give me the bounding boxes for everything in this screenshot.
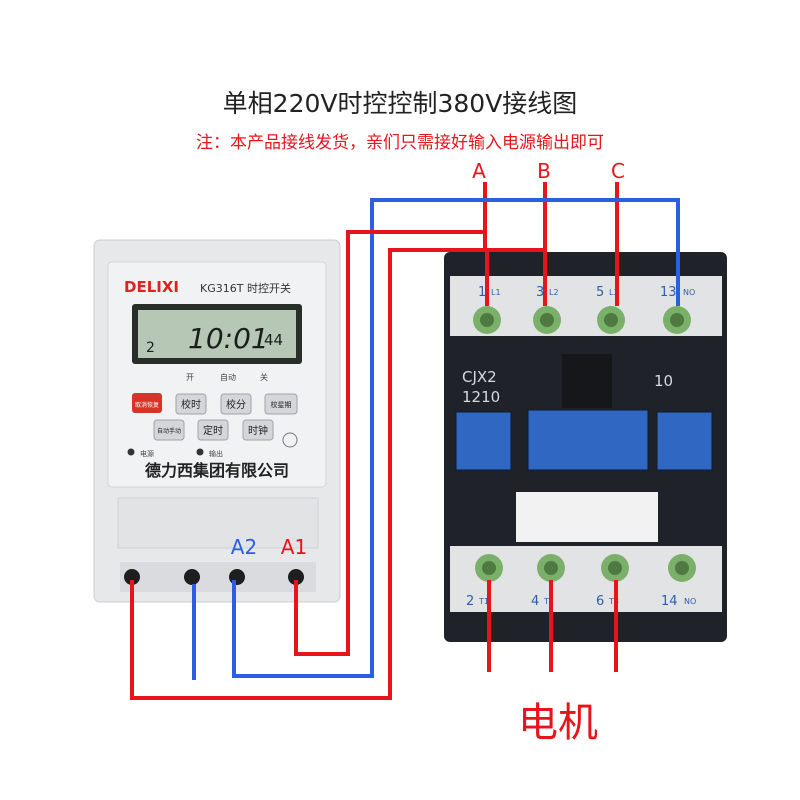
set-minute-label: 校分	[226, 398, 246, 411]
phase-label-b: B	[537, 159, 551, 183]
diagram-title: 单相220V时控控制380V接线图	[222, 89, 578, 118]
coil-window-left	[455, 411, 512, 471]
top-terminal-13-num: 13	[660, 285, 677, 300]
top-terminal-13-sub: NO	[683, 288, 695, 297]
top-terminal-3-num: 3	[536, 285, 544, 300]
bottom-terminal-6-sub: T3	[608, 597, 619, 606]
bottom-screw-6-icon	[601, 554, 629, 582]
bottom-terminal-2-sub: T1	[478, 597, 489, 606]
schedule-button[interactable]: 定时	[197, 419, 229, 441]
bottom-screw-14-icon	[668, 554, 696, 582]
set-weekday-label: 校星期	[271, 400, 292, 409]
lcd-display	[138, 310, 296, 358]
blue-control-wire	[232, 198, 680, 678]
set-minute-button[interactable]: 校分	[220, 393, 252, 415]
timer-terminal-1-icon	[124, 569, 140, 585]
wiring-note: 注：本产品接线发货，亲们只需接好输入电源输出即可	[196, 133, 604, 153]
cancel-restore-button[interactable]: 取消恢复	[132, 393, 162, 413]
lcd-time: 10:01	[188, 322, 269, 355]
wires	[130, 182, 680, 700]
top-screw-13-icon	[663, 306, 691, 334]
set-hour-button[interactable]: 校时	[175, 393, 207, 415]
top-terminal-5-num: 5	[596, 285, 604, 300]
company-name: 德力西集团有限公司	[145, 461, 289, 480]
auto-manual-button[interactable]: 自动手动	[153, 419, 185, 441]
clock-label: 时钟	[248, 424, 268, 437]
lcd-seconds: 44	[264, 331, 283, 349]
mode-label-on: 开	[186, 373, 194, 382]
top-terminal-1-num: 1	[478, 285, 486, 300]
set-hour-label: 校时	[181, 398, 201, 411]
contactor-model: CJX2	[462, 368, 497, 386]
lcd-day: 2	[146, 340, 155, 356]
phase-label-c: C	[611, 159, 625, 183]
terminal-cover	[117, 497, 319, 549]
timer-terminal-4-icon	[288, 569, 304, 585]
output-indicator-label: 输出	[209, 449, 223, 458]
red-a1-wire	[294, 230, 487, 656]
contactor-white-plate	[516, 492, 658, 542]
schedule-label: 定时	[203, 424, 223, 437]
top-screw-5-icon	[597, 306, 625, 334]
bottom-terminal-4-sub: T2	[543, 597, 554, 606]
output-indicator-icon	[196, 448, 204, 456]
contactor-spec: 1210	[462, 388, 500, 406]
top-screw-3-icon	[533, 306, 561, 334]
ccc-mark-icon	[282, 432, 298, 448]
bottom-terminal-14-sub: NO	[684, 597, 696, 606]
terminal-strip	[120, 562, 316, 592]
top-terminal-1-sub: L1	[491, 288, 501, 297]
cancel-restore-label: 取消恢复	[135, 401, 159, 409]
top-terminal-3-sub: L2	[549, 288, 559, 297]
bottom-screw-4-icon	[537, 554, 565, 582]
coil-window-center	[527, 409, 649, 471]
motor-label: 电机	[518, 700, 598, 746]
timer-terminal-3-icon	[229, 569, 245, 585]
contactor-aux: 10	[654, 372, 673, 390]
top-screw-1-icon	[473, 306, 501, 334]
contactor-slot	[562, 354, 612, 408]
clock-button[interactable]: 时钟	[242, 419, 274, 441]
mode-label-off: 关	[260, 372, 268, 382]
mode-label-auto: 自动	[220, 372, 236, 382]
bottom-screw-2-icon	[475, 554, 503, 582]
top-terminal-5-sub: L3	[609, 288, 619, 297]
bottom-terminal-4-num: 4	[531, 594, 539, 609]
timer-brand: DELIXI	[124, 278, 179, 296]
auto-manual-label: 自动手动	[157, 427, 181, 435]
bottom-terminal-2-num: 2	[466, 594, 474, 609]
timer-switch: DELIXI KG316T 时控开关 2 10:01 44 开 自动 关 取消恢…	[93, 239, 341, 603]
set-weekday-button[interactable]: 校星期	[264, 393, 298, 415]
phase-label-a: A	[472, 159, 486, 183]
timer-terminal-2-icon	[184, 569, 200, 585]
bottom-terminal-6-num: 6	[596, 594, 604, 609]
power-indicator-label: 电源	[140, 449, 154, 458]
coil-window-right	[656, 411, 713, 471]
red-l-wire	[130, 248, 545, 700]
terminal-label-a1: A1	[281, 535, 307, 559]
power-indicator-icon	[127, 448, 135, 456]
timer-model: KG316T 时控开关	[200, 281, 291, 295]
bottom-terminal-14-num: 14	[661, 594, 678, 609]
terminal-label-a2: A2	[231, 535, 257, 559]
contactor: 1 L1 3 L2 5 L3 13 NO CJX2 1210 10 2 T1 4…	[444, 252, 727, 642]
